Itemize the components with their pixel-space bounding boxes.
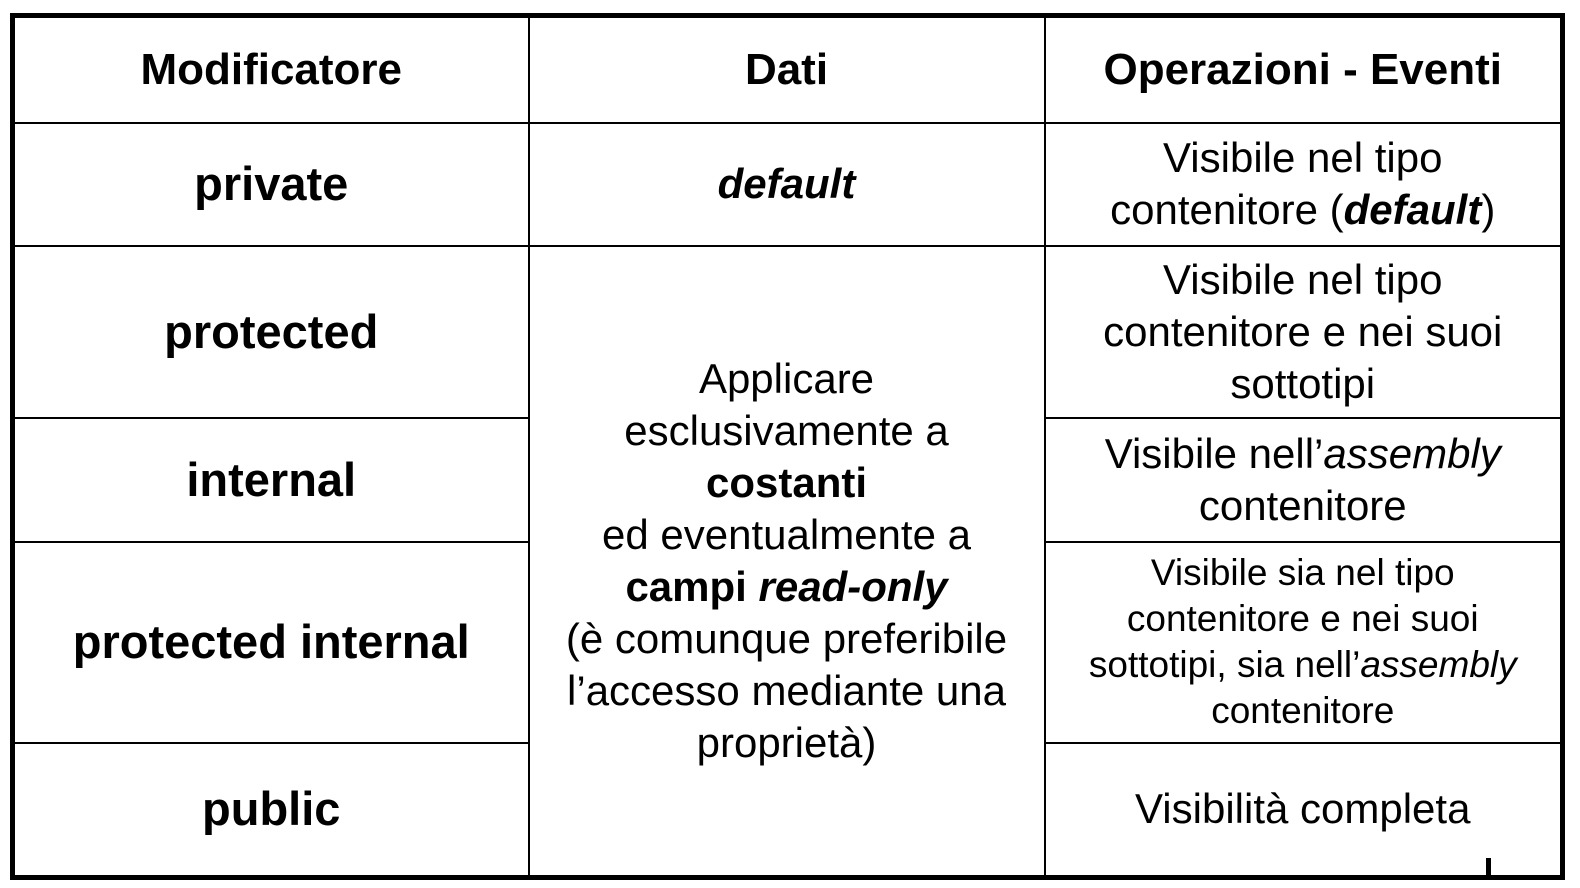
data-line: Applicare (698, 354, 875, 402)
table-row: private default Visibile nel tipo conten… (11, 121, 1564, 247)
modifier-private: private (11, 121, 530, 247)
table-row: protected Applicare esclusivamente a cos… (11, 244, 1564, 879)
ops-line: Visibile nell’ (1104, 429, 1324, 477)
ops-line: contenitore e nei suoi (1126, 598, 1479, 639)
modifier-public: public (11, 741, 530, 879)
data-readonly-text: read-only (758, 562, 948, 610)
ops-line: Visibile nel tipo (1163, 134, 1443, 181)
data-line: ed eventualmente a (602, 510, 971, 558)
table-row: protected internal Visibile sia nel tipo… (11, 540, 1564, 744)
data-default-text: default (717, 160, 856, 207)
ops-line: sottotipi (1230, 359, 1376, 407)
ops-line: sottotipi, sia nell’ (1088, 644, 1361, 685)
header-dati: Dati (527, 14, 1046, 124)
header-modificatore: Modificatore (11, 14, 530, 124)
ops-protected-internal: Visibile sia nel tipo contenitore e nei … (1043, 540, 1564, 744)
ops-public: Visibilità completa (1043, 741, 1564, 879)
ops-line: contenitore (1198, 481, 1407, 529)
modifier-protected-internal: protected internal (11, 540, 530, 744)
header-operazioni-eventi: Operazioni - Eventi (1043, 14, 1564, 124)
ops-protected: Visibile nel tipo contenitore e nei suoi… (1043, 244, 1564, 419)
table-row: public Visibilità completa (11, 741, 1564, 879)
data-line: (è comunque preferibile (565, 614, 1008, 662)
visibility-table: Modificatore Dati Operazioni - Eventi pr… (10, 13, 1565, 880)
data-line: proprietà) (696, 718, 877, 766)
data-line: l’accesso mediante una (567, 666, 1006, 714)
ops-internal: Visibile nell’assembly contenitore (1043, 416, 1564, 543)
header-row: Modificatore Dati Operazioni - Eventi (11, 14, 1564, 124)
ops-assembly-text: assembly (1360, 644, 1517, 685)
ops-line: contenitore e nei suoi (1103, 307, 1503, 355)
data-line: esclusivamente a (624, 406, 949, 454)
ops-private: Visibile nel tipo contenitore (default) (1043, 121, 1564, 247)
ops-line: Visibilità completa (1135, 785, 1471, 833)
text-cursor-mark (1486, 858, 1491, 880)
table-row: internal Visibile nell’assembly contenit… (11, 416, 1564, 543)
ops-line: Visibile nel tipo (1163, 255, 1443, 303)
ops-line: contenitore (1211, 690, 1395, 731)
ops-assembly-text: assembly (1323, 429, 1501, 477)
modifier-internal: internal (11, 416, 530, 543)
data-shared-cell: Applicare esclusivamente a costanti ed e… (527, 244, 1046, 879)
modifier-protected: protected (11, 244, 530, 419)
data-costanti-text: costanti (705, 458, 868, 506)
ops-line: contenitore ( (1110, 186, 1344, 233)
data-private: default (527, 121, 1046, 247)
ops-default-text: default (1343, 186, 1482, 233)
ops-line: ) (1481, 186, 1496, 233)
ops-line: Visibile sia nel tipo (1150, 552, 1455, 593)
data-campi-text: campi (625, 562, 759, 610)
